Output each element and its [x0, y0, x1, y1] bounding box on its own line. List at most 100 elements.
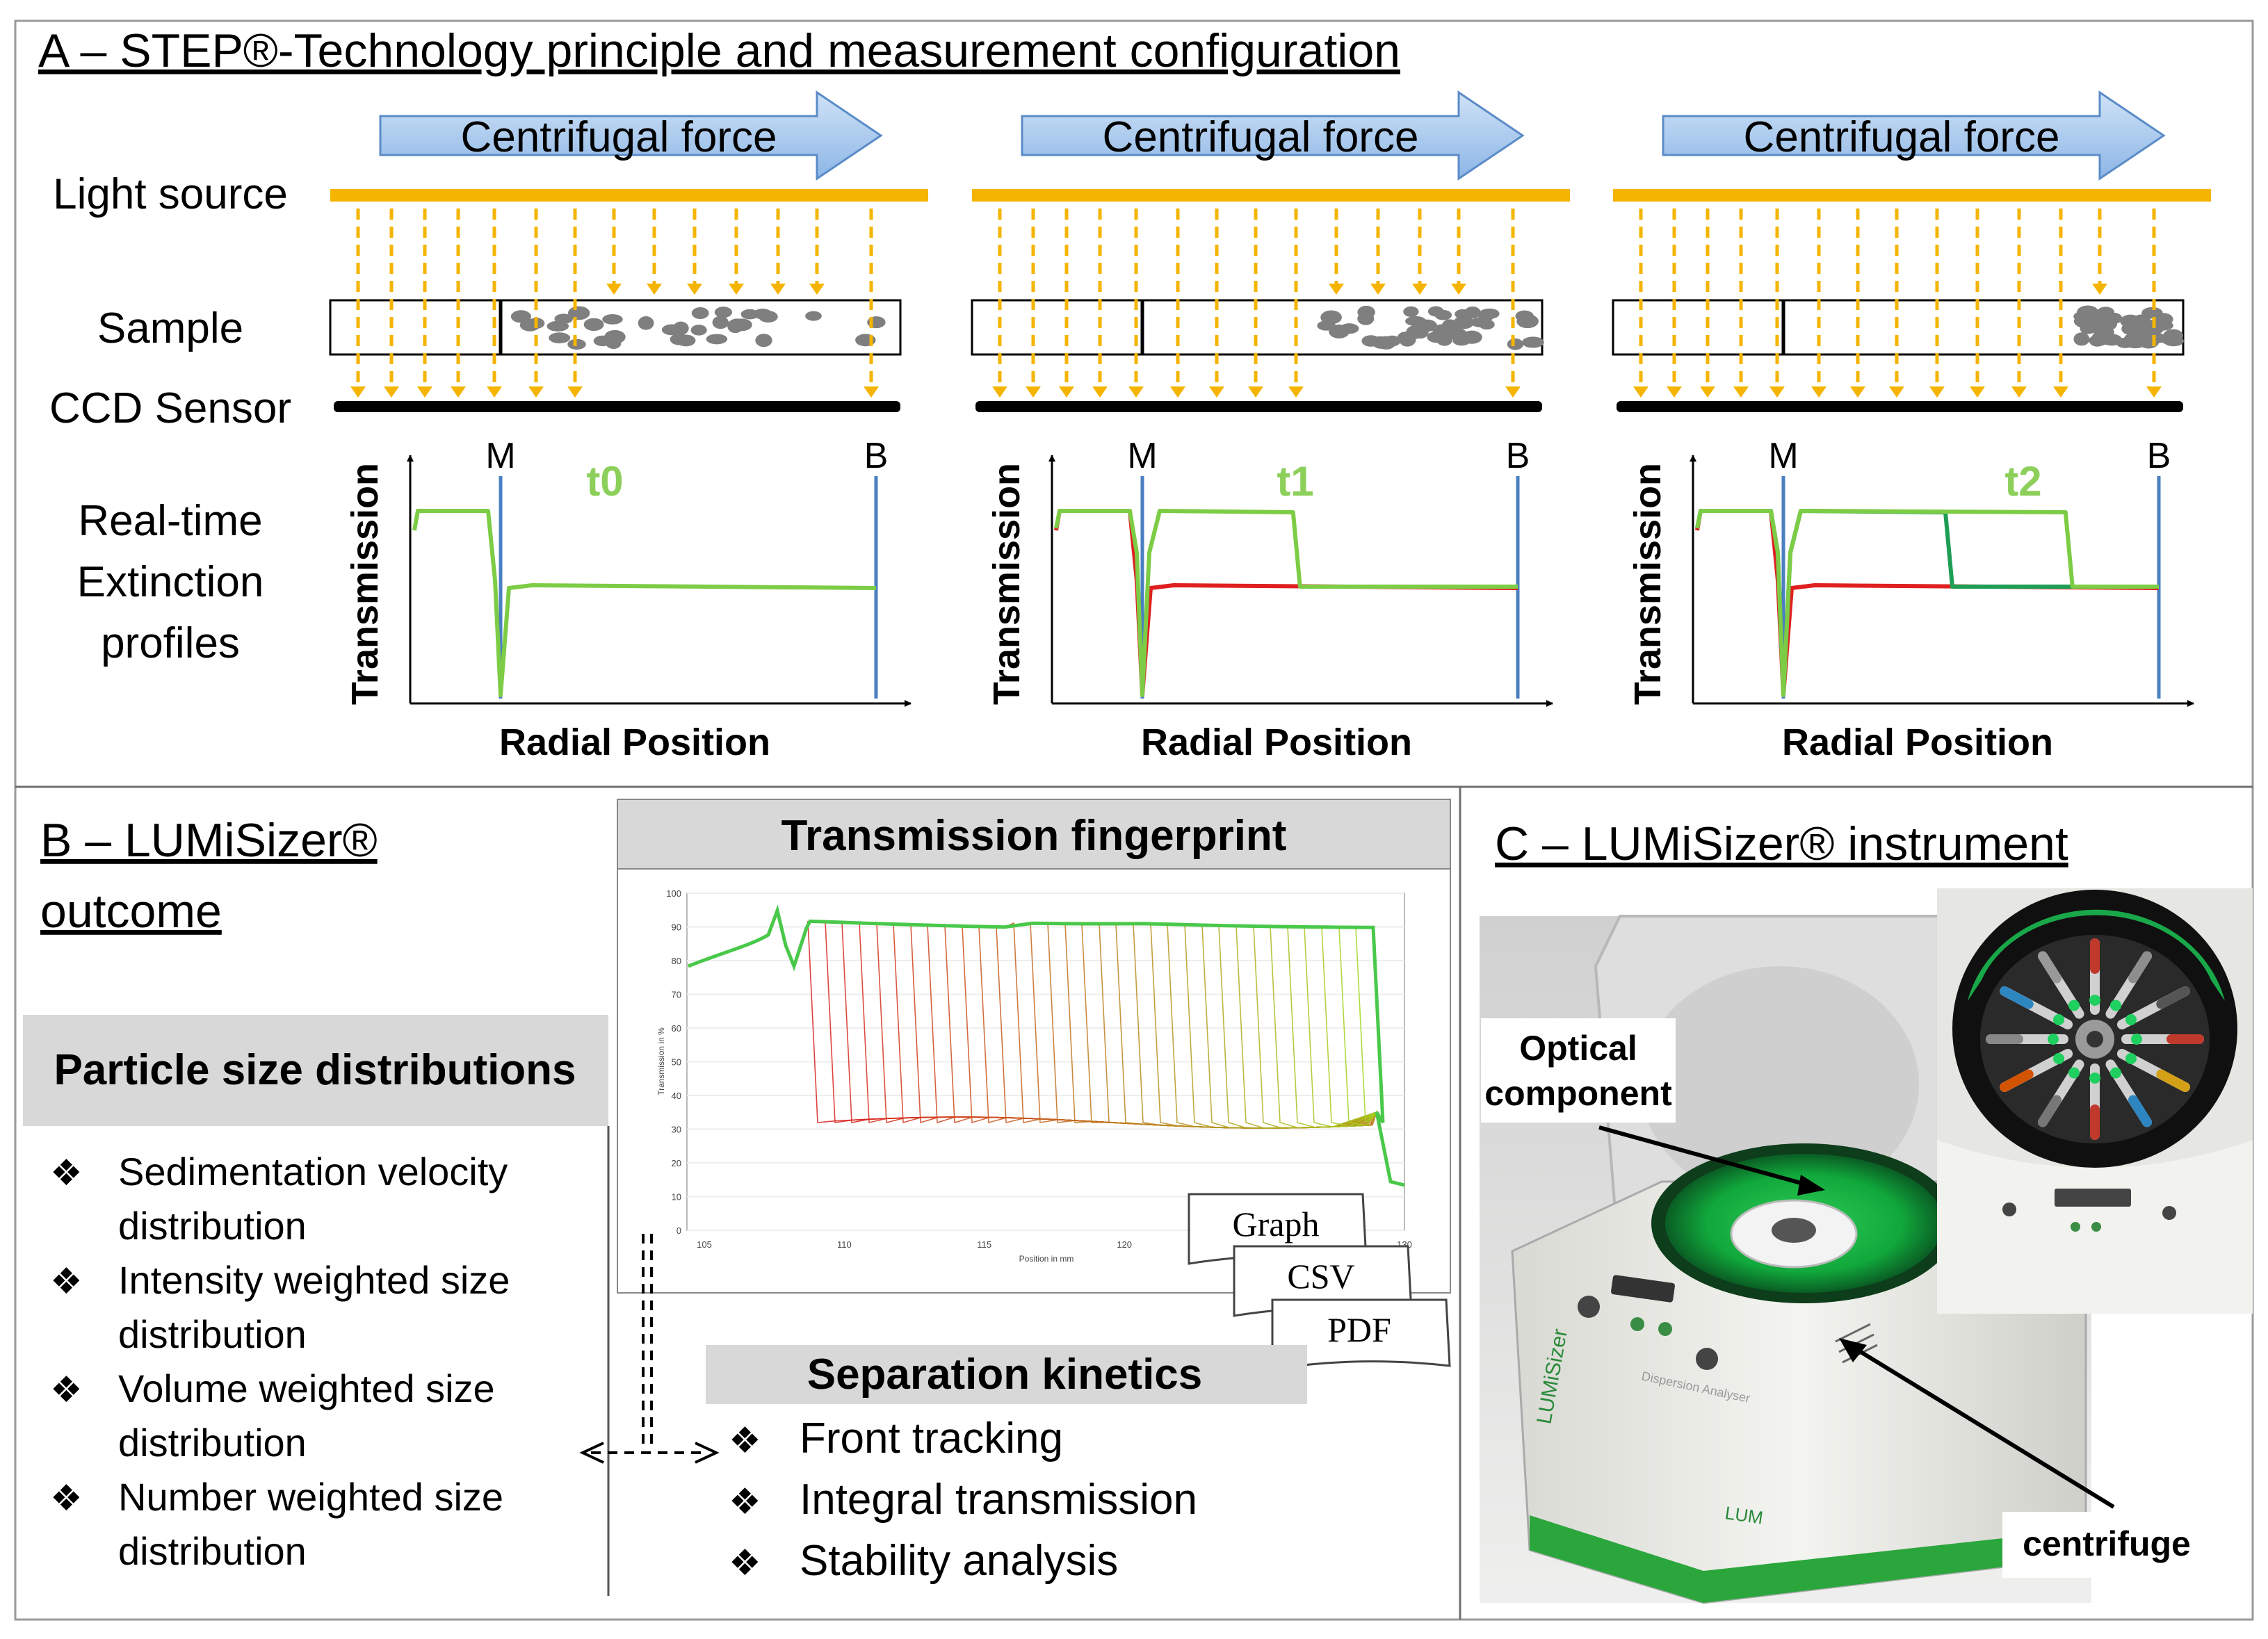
centrifugal-force-label: Centrifugal force: [461, 113, 777, 161]
particle: [2142, 322, 2164, 335]
particle: [712, 316, 729, 329]
fp-y-tick: 70: [672, 990, 681, 1000]
sample-label: Sample: [97, 304, 243, 352]
y-axis-label: Transmission: [986, 463, 1028, 705]
marker-b-label: B: [1506, 436, 1530, 476]
light-ray-head: [687, 284, 702, 295]
light-ray-head: [606, 284, 622, 295]
rotor-tube-cap: [2128, 1095, 2152, 1127]
dashed-connector: [579, 1234, 720, 1464]
fingerprint-header: Transmission fingerprint: [781, 812, 1287, 860]
particle: [602, 314, 623, 325]
fp-y-tick: 90: [672, 922, 681, 933]
panel-c-title: C – LUMiSizer® instrument: [1495, 817, 2068, 870]
y-axis-label: Transmission: [344, 463, 386, 705]
bullet-icon: ❖: [50, 1152, 83, 1194]
light-ray-head: [1700, 386, 1715, 398]
export-label: Graph: [1233, 1205, 1320, 1243]
fp-y-tick: 0: [677, 1225, 681, 1236]
profiles-label-line1: Real-time: [78, 497, 262, 545]
particle: [706, 334, 728, 345]
centrifuge-callout-box: [2002, 1512, 2211, 1578]
rotor-slot: [2068, 1000, 2080, 1011]
particle: [606, 337, 622, 349]
bullet-icon: ❖: [729, 1542, 761, 1584]
light-ray-head: [1092, 386, 1108, 398]
fp-y-tick: 30: [672, 1125, 681, 1135]
bullet-icon: ❖: [729, 1420, 761, 1462]
rotor-tubes: [1986, 938, 2204, 1140]
centrifuge-callout: centrifuge: [2023, 1524, 2191, 1563]
profile-curve: [1054, 509, 1518, 697]
ccd-sensor-label: CCD Sensor: [49, 384, 291, 432]
light-ray-head: [451, 386, 466, 398]
particle: [1453, 316, 1475, 329]
rotor-slot: [2110, 1067, 2121, 1079]
fp-ylabel: Transmission in %: [656, 1027, 666, 1095]
light-source-bar: [330, 189, 928, 202]
psd-item-line1: Intensity weighted size: [118, 1258, 510, 1302]
particle: [755, 334, 772, 348]
light-rays: [350, 209, 879, 398]
psd-header: Particle size distributions: [54, 1046, 576, 1094]
particle: [1443, 327, 1462, 340]
profile-curve: [412, 509, 877, 697]
profile-curves: [1695, 509, 2160, 697]
particle-cloud: [1317, 305, 1544, 350]
x-axis-label: Radial Position: [499, 721, 770, 763]
light-ray-head: [1170, 386, 1185, 398]
profile-curves: [412, 509, 877, 697]
optical-callout-box: [1481, 1018, 1676, 1123]
particle: [549, 332, 571, 343]
light-ray-head: [1970, 386, 1985, 398]
profile-axes: [407, 455, 912, 707]
optical-callout-line2: component: [1484, 1074, 1672, 1113]
profile-axes: [1690, 455, 2194, 707]
particle-cloud: [2073, 305, 2184, 349]
export-tab-csv: CSV: [1233, 1245, 1413, 1317]
fp-y-tick: 100: [666, 888, 681, 899]
ccd-sensor-bar: [1617, 401, 2183, 412]
export-label: PDF: [1327, 1310, 1391, 1349]
particle: [510, 310, 531, 323]
light-ray-head: [1128, 386, 1144, 398]
bullet-icon: ❖: [50, 1261, 83, 1303]
fp-y-tick: 20: [672, 1158, 681, 1168]
light-ray-head: [1248, 386, 1263, 398]
rotor-tube-cap: [2156, 986, 2190, 1009]
light-source-bar: [972, 189, 1570, 202]
rotor-tube-cap: [2000, 986, 2034, 1009]
light-ray-head: [1929, 386, 1945, 398]
light-ray-head: [1889, 386, 1904, 398]
fingerprint-header-box: [617, 799, 1451, 870]
figure-frame: [14, 19, 2254, 1621]
light-ray-head: [729, 284, 744, 295]
light-ray-head: [417, 386, 432, 398]
rotor-slot: [2131, 1034, 2142, 1045]
panel-a-title: A – STEP®-Technology principle and measu…: [38, 24, 1400, 77]
time-label: t1: [1277, 458, 1313, 505]
light-ray-head: [1505, 386, 1521, 398]
bullet-icon: ❖: [50, 1369, 83, 1411]
light-rays: [992, 209, 1521, 398]
profile-curve: [1054, 509, 1518, 697]
light-ray-head: [864, 386, 879, 398]
centrifugal-force-arrow: [379, 90, 883, 181]
optical-pointer: [1598, 1125, 1817, 1189]
psd-item-line1: Volume weighted size: [118, 1367, 495, 1410]
rotor-tube-cap: [2000, 1069, 2034, 1092]
particle: [2092, 331, 2109, 343]
particle: [1320, 310, 1342, 325]
light-ray-head: [2092, 284, 2107, 295]
profile-curves: [1054, 509, 1518, 697]
light-ray-head: [1850, 386, 1865, 398]
light-ray-head: [1329, 284, 1344, 295]
rotor-slot: [2068, 1067, 2080, 1079]
rotor-tube-cap: [2156, 1069, 2190, 1092]
particle: [638, 316, 654, 330]
light-ray-head: [1288, 386, 1304, 398]
psd-item-line2: distribution: [118, 1421, 307, 1465]
light-ray-head: [567, 386, 583, 398]
